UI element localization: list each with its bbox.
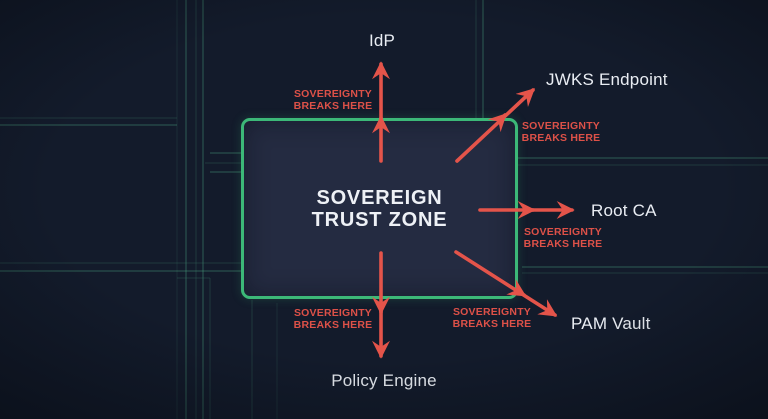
node-label-jwks-endpoint: JWKS Endpoint (546, 70, 668, 89)
break-label-root-ca: SOVEREIGNTY BREAKS HERE (523, 226, 603, 250)
node-label-policy-engine: Policy Engine (331, 371, 437, 390)
break-label-idp: SOVEREIGNTY BREAKS HERE (293, 88, 373, 112)
break-label-jwks-endpoint: SOVEREIGNTY BREAKS HERE (521, 120, 601, 144)
break-label-policy-engine: SOVEREIGNTY BREAKS HERE (293, 307, 373, 331)
break-label-pam-vault: SOVEREIGNTY BREAKS HERE (452, 306, 532, 330)
node-label-idp: IdP (368, 31, 396, 50)
node-label-root-ca: Root CA (591, 201, 657, 220)
node-label-pam-vault: PAM Vault (571, 314, 651, 333)
